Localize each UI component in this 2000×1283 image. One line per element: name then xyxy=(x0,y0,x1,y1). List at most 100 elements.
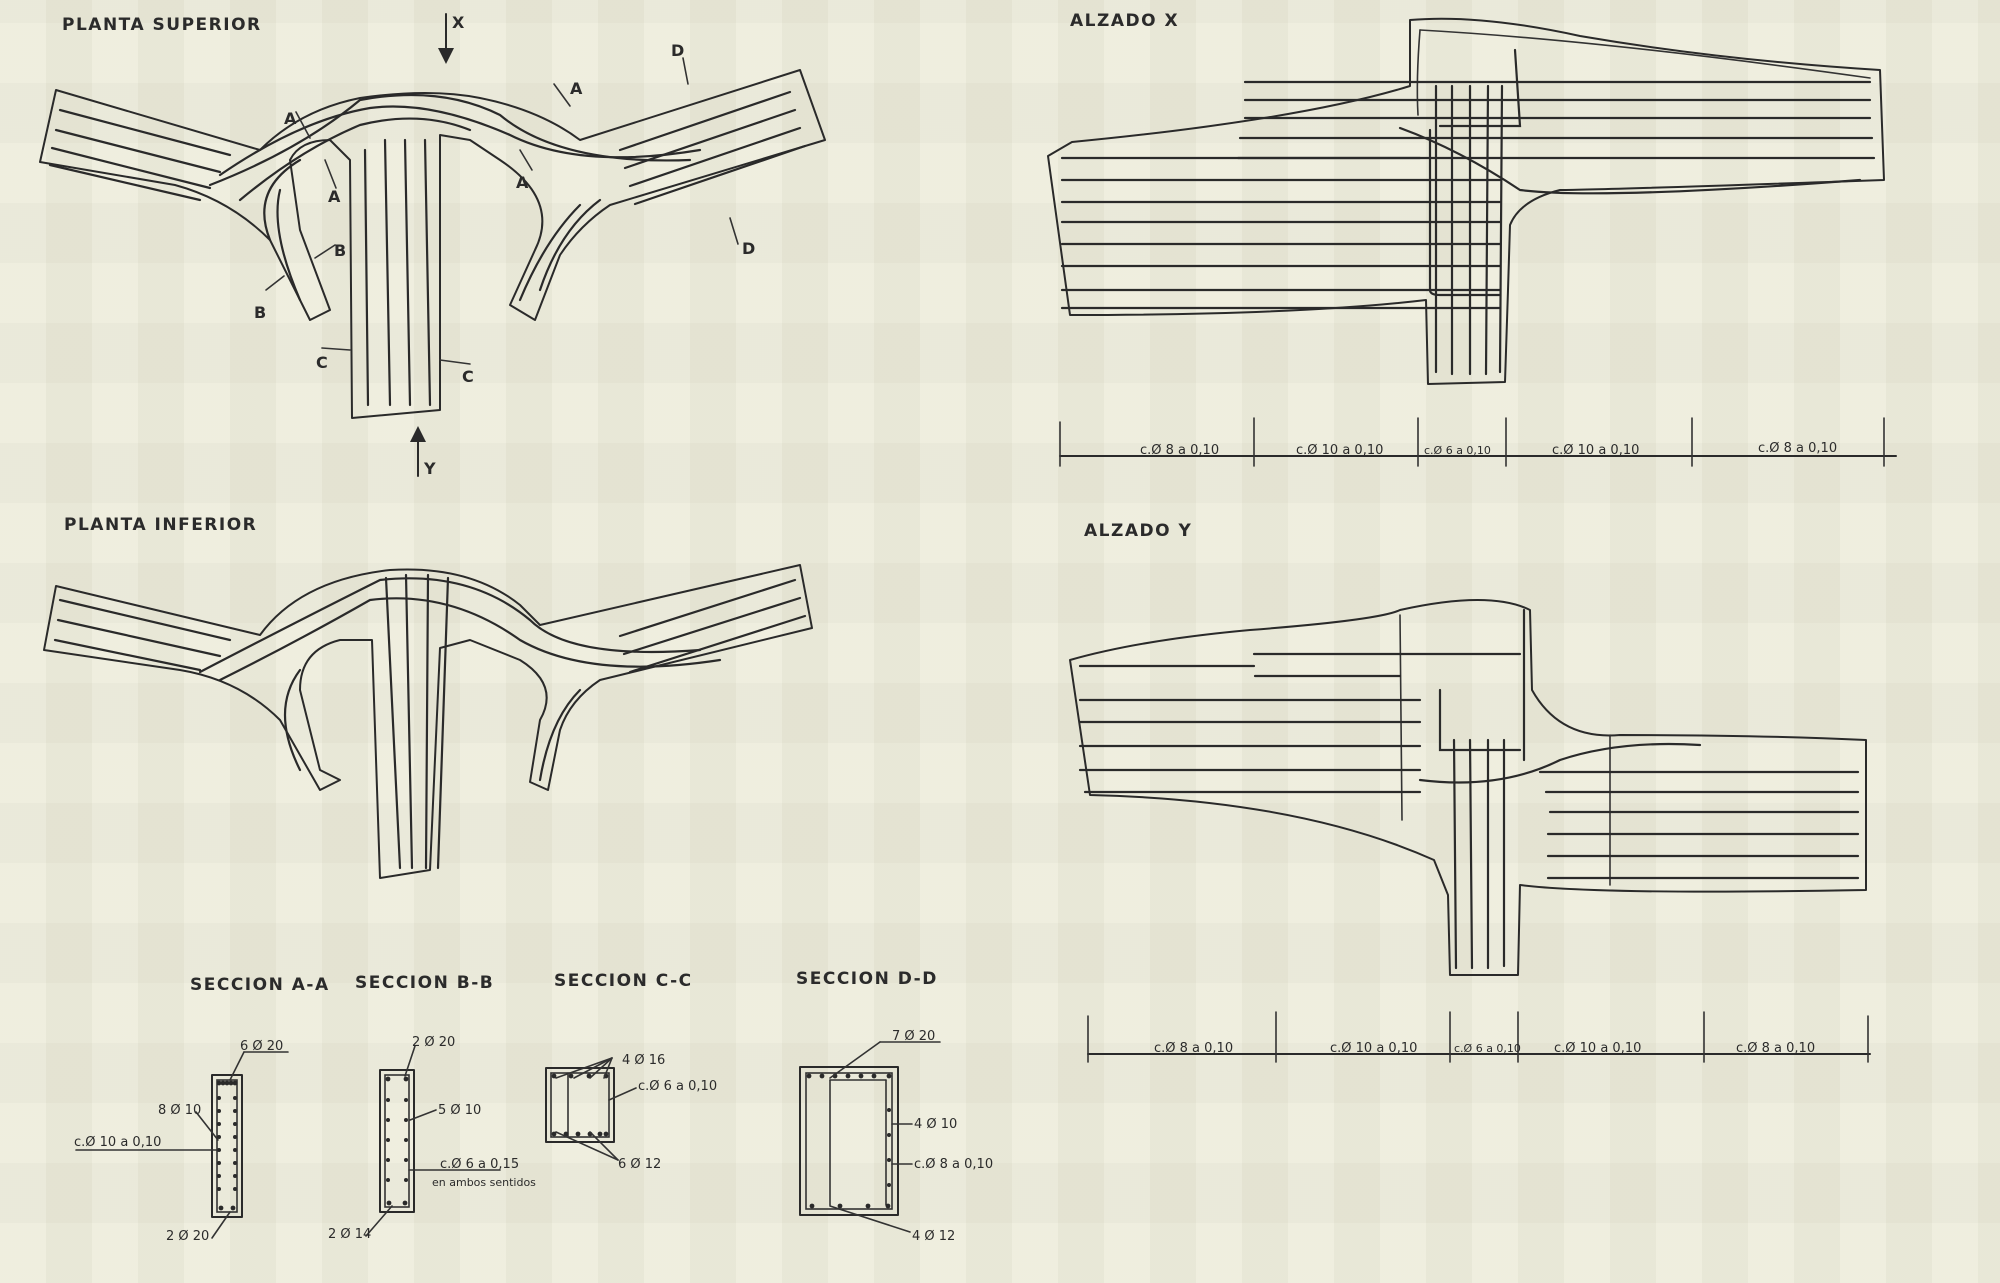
rebar-dot xyxy=(230,1205,236,1211)
elevation-y: c.Ø 8 a 0,10 c.Ø 10 a 0,10 c.Ø 6 a 0,10 … xyxy=(1069,599,1871,1063)
rebar-dot xyxy=(871,1073,877,1079)
rebar-dot xyxy=(220,1080,226,1086)
spacing-dimension-x: c.Ø 8 a 0,10 c.Ø 10 a 0,10 c.Ø 6 a 0,10 … xyxy=(1059,417,1897,467)
rebar-dot xyxy=(232,1080,238,1086)
section-aa-bottom-label: 2 Ø 20 xyxy=(166,1229,209,1244)
rebar-dot xyxy=(233,1135,237,1139)
cut-label-a2: A xyxy=(328,187,341,206)
cut-label-c2: C xyxy=(462,367,474,386)
rebar-dot xyxy=(597,1131,603,1137)
rebar-dot xyxy=(386,1118,390,1122)
rebar-dot xyxy=(575,1131,581,1137)
rebar-dot xyxy=(404,1138,408,1142)
elevation-y-horizontal-bars xyxy=(1078,652,1860,880)
rebar-dot xyxy=(845,1073,851,1079)
spacing-y-2: c.Ø 10 a 0,10 xyxy=(1330,1041,1417,1056)
title-seccion-dd: SECCION D-D xyxy=(796,969,938,989)
section-dd-bottom-label: 4 Ø 12 xyxy=(912,1229,955,1244)
rebar-dot xyxy=(233,1174,237,1178)
section-bb-stirrup-note: en ambos sentidos xyxy=(432,1176,536,1189)
rebar-dot xyxy=(887,1158,891,1162)
rebar-dot xyxy=(233,1161,237,1165)
view-arrow-y: Y xyxy=(410,426,436,478)
section-bb-bottom-label: 2 Ø 14 xyxy=(328,1227,371,1242)
cut-label-a4: A xyxy=(516,173,529,192)
section-cc-stirrup-label: c.Ø 6 a 0,10 xyxy=(638,1079,717,1094)
plan-upper: A A A A B B C C D D X Y xyxy=(39,13,826,478)
cut-label-d2: D xyxy=(742,239,755,258)
rebar-dot xyxy=(386,1138,390,1142)
section-cc-bottom-label: 6 Ø 12 xyxy=(618,1157,661,1172)
cut-marks-upper: A A A A B B C C D D xyxy=(254,41,755,386)
rebar-dot xyxy=(385,1076,391,1082)
rebar-dot xyxy=(217,1148,221,1152)
rebar-dot xyxy=(568,1073,574,1079)
spacing-y-3: c.Ø 6 a 0,10 xyxy=(1454,1042,1521,1055)
section-dd-stirrup-label: c.Ø 8 a 0,10 xyxy=(914,1157,993,1172)
title-seccion-bb: SECCION B-B xyxy=(355,973,494,993)
rebar-dot xyxy=(224,1080,230,1086)
rebar-dot xyxy=(551,1131,557,1137)
section-aa-top-label: 6 Ø 20 xyxy=(240,1039,283,1054)
rebar-dot xyxy=(887,1108,891,1112)
rebar-dot xyxy=(233,1122,237,1126)
cut-label-d1: D xyxy=(671,41,684,60)
rebar-dot xyxy=(404,1158,408,1162)
rebar-dot xyxy=(217,1135,221,1139)
section-cc: 4 Ø 16 c.Ø 6 a 0,10 6 Ø 12 xyxy=(545,1053,717,1172)
spacing-x-2: c.Ø 10 a 0,10 xyxy=(1296,443,1383,458)
title-planta-superior: PLANTA SUPERIOR xyxy=(62,15,262,35)
title-alzado-y: ALZADO Y xyxy=(1084,521,1192,541)
rebar-dot xyxy=(386,1200,392,1206)
elevation-x: c.Ø 8 a 0,10 c.Ø 10 a 0,10 c.Ø 6 a 0,10 … xyxy=(1047,17,1897,467)
title-planta-inferior: PLANTA INFERIOR xyxy=(64,515,257,535)
rebar-dot xyxy=(806,1073,812,1079)
title-seccion-aa: SECCION A-A xyxy=(190,975,330,995)
cut-label-b2: B xyxy=(254,303,266,322)
svg-text:X: X xyxy=(452,13,465,32)
spacing-x-4: c.Ø 10 a 0,10 xyxy=(1552,443,1639,458)
title-seccion-cc: SECCION C-C xyxy=(554,971,693,991)
title-alzado-x: ALZADO X xyxy=(1070,11,1179,31)
rebar-dot xyxy=(887,1183,891,1187)
rebar-dot xyxy=(233,1109,237,1113)
section-bb-side-label: 5 Ø 10 xyxy=(438,1103,481,1118)
view-arrow-x: X xyxy=(438,13,465,64)
rebar-dot xyxy=(216,1080,222,1086)
rebar-dot xyxy=(217,1096,221,1100)
section-bb: 2 Ø 20 5 Ø 10 c.Ø 6 a 0,15 en ambos sent… xyxy=(328,1035,536,1242)
rebar-dot xyxy=(217,1122,221,1126)
elevation-x-horizontal-bars xyxy=(1060,80,1876,310)
cut-label-c1: C xyxy=(316,353,328,372)
rebar-dot xyxy=(887,1133,891,1137)
rebar-dot xyxy=(402,1200,408,1206)
rebar-dot xyxy=(404,1178,408,1182)
cut-label-b1: B xyxy=(334,241,346,260)
rebar-dot xyxy=(858,1073,864,1079)
spacing-y-4: c.Ø 10 a 0,10 xyxy=(1554,1041,1641,1056)
rebar-dot xyxy=(404,1118,408,1122)
section-dd-top-label: 7 Ø 20 xyxy=(892,1029,935,1044)
cut-label-a1: A xyxy=(284,109,297,128)
rebar-dot xyxy=(403,1076,409,1082)
rebar-dot xyxy=(819,1073,825,1079)
rebar-dot xyxy=(386,1098,390,1102)
rebar-dot xyxy=(886,1073,892,1079)
rebar-dot xyxy=(233,1187,237,1191)
rebar-dot xyxy=(217,1174,221,1178)
section-aa-side-label: 8 Ø 10 xyxy=(158,1103,201,1118)
spacing-y-5: c.Ø 8 a 0,10 xyxy=(1736,1041,1815,1056)
spacing-x-5: c.Ø 8 a 0,10 xyxy=(1758,441,1837,456)
rebar-dot xyxy=(218,1205,224,1211)
rebar-dot xyxy=(837,1203,843,1209)
elevation-y-vertical-bars xyxy=(1438,608,1526,970)
rebar-dot xyxy=(404,1098,408,1102)
section-aa: 6 Ø 20 8 Ø 10 c.Ø 10 a 0,10 2 Ø 20 xyxy=(74,1039,289,1244)
rebar-dot xyxy=(386,1158,390,1162)
section-dd: 7 Ø 20 4 Ø 10 c.Ø 8 a 0,10 4 Ø 12 xyxy=(799,1029,993,1244)
rebar-dot xyxy=(233,1096,237,1100)
section-cc-top-label: 4 Ø 16 xyxy=(622,1053,665,1068)
rebar-dot xyxy=(551,1073,557,1079)
